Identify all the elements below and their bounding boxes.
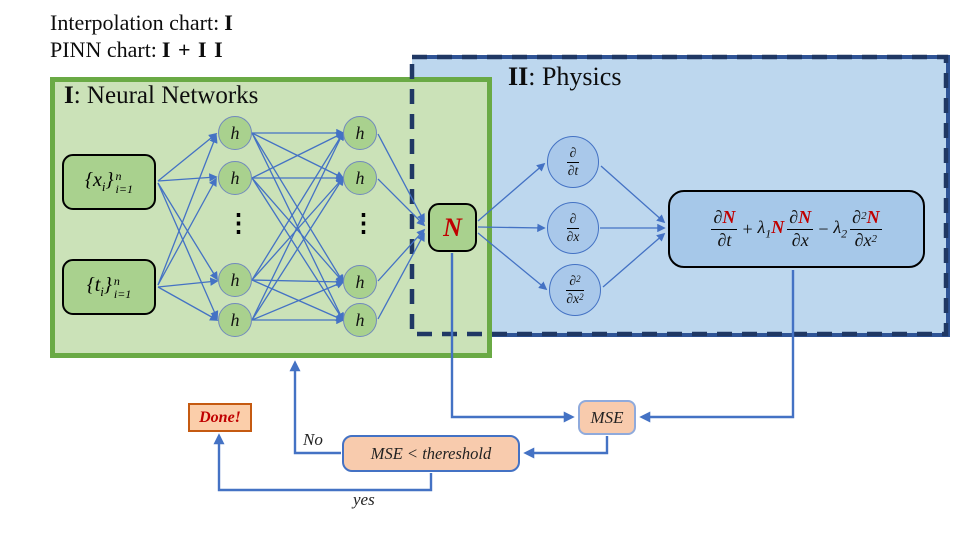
no-branch-label: No — [303, 430, 323, 449]
eq-lambda1-term: λ1N — [757, 216, 785, 241]
pinn-chart-label: PINN chart:I + I I — [50, 37, 234, 64]
dx2-fraction: ∂2 ∂x2 — [566, 272, 584, 306]
pde-equation-box: ∂N ∂t + λ1N ∂N ∂x − λ2 ∂2N ∂x2 — [668, 190, 925, 268]
hidden-node: h — [343, 265, 377, 299]
neural-network-region — [50, 77, 492, 358]
eq-frac-dndt: ∂N ∂t — [711, 206, 738, 250]
dt-fraction: ∂ ∂t — [566, 144, 580, 178]
eq-frac-d2ndx2: ∂2N ∂x2 — [850, 206, 882, 250]
hidden-node: h — [218, 303, 252, 337]
mse-threshold-condition-box: MSE < thereshold — [342, 435, 520, 472]
ellipsis-dots: ⋮ — [226, 210, 251, 237]
hidden-node: h — [218, 263, 252, 297]
derivative-dx-node: ∂ ∂x — [547, 202, 599, 254]
physics-title: II: Physics — [508, 62, 621, 92]
derivative-dt-node: ∂ ∂t — [547, 136, 599, 188]
hidden-node: h — [343, 303, 377, 337]
eq-minus: − — [817, 218, 830, 239]
mse-box: MSE — [578, 400, 636, 435]
physics-title-text: : Physics — [528, 62, 622, 91]
pinn-chart-numeral: I + I I — [161, 36, 224, 62]
input-t-main: {ti} — [86, 274, 112, 299]
hidden-node: h — [343, 116, 377, 150]
hidden-node: h — [343, 161, 377, 195]
hidden-node: h — [218, 116, 252, 150]
interpolation-chart-text: Interpolation chart: — [50, 10, 220, 35]
legend-text: Interpolation chart:I PINN chart:I + I I — [50, 10, 234, 64]
done-box: Done! — [188, 403, 252, 432]
eq-frac-dndx: ∂N ∂x — [787, 206, 814, 250]
ellipsis-dots: ⋮ — [351, 210, 376, 237]
output-n-node: N — [428, 203, 477, 252]
pinn-chart-text: PINN chart: — [50, 36, 157, 62]
neural-network-title: I: Neural Networks — [64, 82, 258, 110]
derivative-dx2-node: ∂2 ∂x2 — [549, 264, 601, 316]
eq-plus: + — [741, 218, 754, 239]
eq-lambda2-term: λ2 — [833, 216, 848, 241]
dx-fraction: ∂ ∂x — [566, 210, 580, 244]
interpolation-chart-label: Interpolation chart:I — [50, 10, 234, 37]
input-x-main: {xi} — [85, 169, 114, 194]
hidden-node: h — [218, 161, 252, 195]
yes-branch-label: yes — [353, 490, 375, 509]
nn-title-text: : Neural Networks — [73, 82, 259, 109]
connector-mse-to-condition — [523, 436, 609, 459]
physics-numeral: II — [508, 62, 529, 91]
interpolation-chart-numeral: I — [224, 10, 234, 35]
nn-numeral: I — [64, 82, 74, 109]
